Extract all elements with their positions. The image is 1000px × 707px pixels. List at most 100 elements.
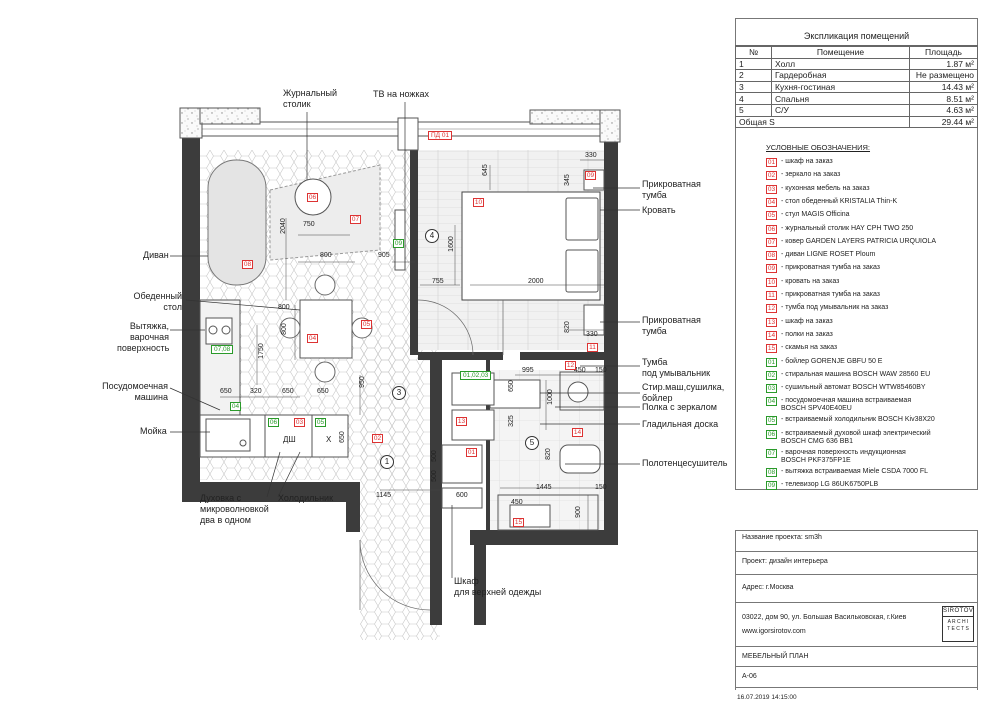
- logo-main: SIROTOV: [943, 607, 973, 617]
- explication-title: Экспликация помещений: [735, 28, 978, 46]
- office-address: 03022, дом 90, ул. Большая Васильковская…: [742, 614, 907, 621]
- room-number-text: 3: [396, 388, 402, 397]
- label-washer: Стир.маш,сушилка, бойлер: [642, 382, 725, 403]
- logo-sub: A R C H I T E C T S: [947, 619, 969, 632]
- room-number-5: 5: [525, 436, 539, 450]
- legend-item: 08- вытяжка встраиваемая Miele CSDA 7000…: [766, 467, 928, 477]
- total-value: 29.44 м²: [909, 115, 978, 129]
- label-mirror-shelf: Полка с зеркалом: [642, 402, 717, 412]
- legend-text: - встраиваемый холодильник BOSCH Kiv38X2…: [781, 416, 935, 424]
- legend-code: 09: [766, 264, 777, 274]
- dim-text: 800: [320, 252, 332, 259]
- project-name: Название проекта: sm3h: [742, 534, 822, 541]
- legend-text: - кухонная мебель на заказ: [781, 184, 870, 192]
- tag-04: 04: [307, 334, 318, 343]
- label-nightstand-bottom: Прикроватная тумба: [642, 315, 701, 336]
- legend-code: 05: [766, 416, 777, 426]
- legend-text: - тумба под умывальник на заказ: [781, 304, 889, 312]
- dim-text: 750: [303, 221, 315, 228]
- legend-item: 14- полки на заказ: [766, 330, 833, 340]
- tag-09-bed: 09: [585, 171, 596, 180]
- cell: Не размещено: [909, 69, 978, 82]
- legend-text: - скамья на заказ: [781, 344, 838, 352]
- legend-code: 06: [766, 429, 777, 439]
- room-number-text: 4: [429, 231, 435, 240]
- dim-text: 320: [250, 388, 262, 395]
- sheet-title: МЕБЕЛЬНЫЙ ПЛАН: [742, 653, 809, 660]
- dim-text: 650: [507, 380, 515, 392]
- legend-code: 09: [766, 481, 777, 490]
- cell: 1.87 м²: [909, 57, 978, 71]
- legend-code: 14: [766, 330, 777, 340]
- label-dishwasher: Посудомоечная машина: [102, 381, 168, 402]
- cell: 3: [735, 80, 772, 94]
- divider: [735, 602, 978, 603]
- project-type: Проект: дизайн интерьера: [742, 558, 828, 565]
- cell: 2: [735, 69, 772, 82]
- legend-title: УСЛОВНЫЕ ОБОЗНАЧЕНИЯ:: [766, 143, 871, 152]
- legend-item: 10- кровать на заказ: [766, 277, 839, 287]
- dim-text: 150: [595, 367, 607, 374]
- legend-text: - шкаф на заказ: [781, 158, 833, 165]
- legend-code: 08: [766, 467, 777, 477]
- dim-text: 2000: [528, 278, 544, 285]
- legend-item: 11 - прикроватная тумба на заказ: [766, 291, 880, 300]
- sheet-number: А-06: [742, 673, 757, 680]
- legend-text: - журнальный столик HAY CPH TWO 250: [781, 224, 914, 232]
- legend-code: 04: [766, 197, 777, 207]
- legend-item: 15- скамья на заказ: [766, 344, 838, 354]
- legend-text: - диван LIGNE ROSET Ploum: [781, 251, 876, 259]
- legend-code: 13: [766, 317, 777, 327]
- dim-text: 150: [595, 484, 607, 491]
- dim-text: 645: [481, 164, 489, 176]
- legend-item: 02- стиральная машина BOSCH WAW 28560 EU: [766, 370, 930, 380]
- dim-text: 330: [586, 331, 598, 338]
- legend-code: 12: [766, 304, 777, 314]
- project-address: Адрес: г.Москва: [742, 584, 794, 591]
- cell: 4.63 м²: [909, 103, 978, 117]
- dim-text: 1600: [447, 236, 455, 252]
- dim-text: 755: [432, 278, 444, 285]
- legend-text: - телевизор LG 86UK6750PLB: [781, 481, 879, 488]
- label-hood: Вытяжка, варочная поверхность: [117, 321, 170, 353]
- label-towel: Полотенцесушитель: [642, 458, 728, 468]
- legend-text: - посудомоечная машина встраиваемая BOSC…: [781, 397, 912, 413]
- legend-text: - ковер GARDEN LAYERS PATRICIA URQUIOLA: [781, 237, 936, 245]
- dim-text: 650: [317, 388, 329, 395]
- cell: Спальня: [771, 92, 910, 105]
- legend-code: 04: [766, 397, 777, 407]
- print-date: 16.07.2019 14:15:00: [737, 694, 797, 701]
- legend-code: 11: [766, 291, 777, 300]
- legend-text: - прикроватная тумба на заказ: [781, 264, 880, 272]
- dim-text: 800: [280, 323, 288, 335]
- dim-text: 1145: [376, 492, 392, 499]
- cell: Кухня-гостиная: [771, 80, 910, 94]
- legend-text: - варочная поверхность индукционная BOSC…: [781, 448, 906, 464]
- tag-03: 03: [294, 418, 305, 427]
- tag-06: 06: [307, 193, 318, 202]
- dim-text: 345: [563, 174, 571, 186]
- divider: [735, 687, 978, 688]
- legend-text: - стол обеденный KRISTALIA Thin-K: [781, 197, 898, 205]
- legend-item: 04 - стол обеденный KRISTALIA Thin-K: [766, 197, 898, 207]
- divider: [735, 666, 978, 667]
- legend-item: 05- стул MAGIS Officina: [766, 211, 850, 221]
- cell: 4: [735, 92, 772, 105]
- legend-item: 07- ковер GARDEN LAYERS PATRICIA URQUIOL…: [766, 237, 936, 247]
- dim-text: 500: [430, 470, 438, 482]
- label-ironing: Гладильная доска: [642, 419, 719, 429]
- tag-13: 13: [456, 417, 467, 426]
- dim-text: 325: [507, 415, 515, 427]
- legend-text: - прикроватная тумба на заказ: [781, 291, 880, 298]
- legend-item: 01- бойлер GORENJE GBFU 50 E: [766, 357, 882, 367]
- col-area: Площадь: [909, 46, 978, 59]
- cell: 8.51 м²: [909, 92, 978, 105]
- tag-15: 15: [513, 518, 524, 527]
- legend-text: - сушильный автомат BOSCH WTW85460BY: [781, 384, 926, 392]
- cell: 14.43 м²: [909, 80, 978, 94]
- label-sofa: Диван: [143, 250, 169, 260]
